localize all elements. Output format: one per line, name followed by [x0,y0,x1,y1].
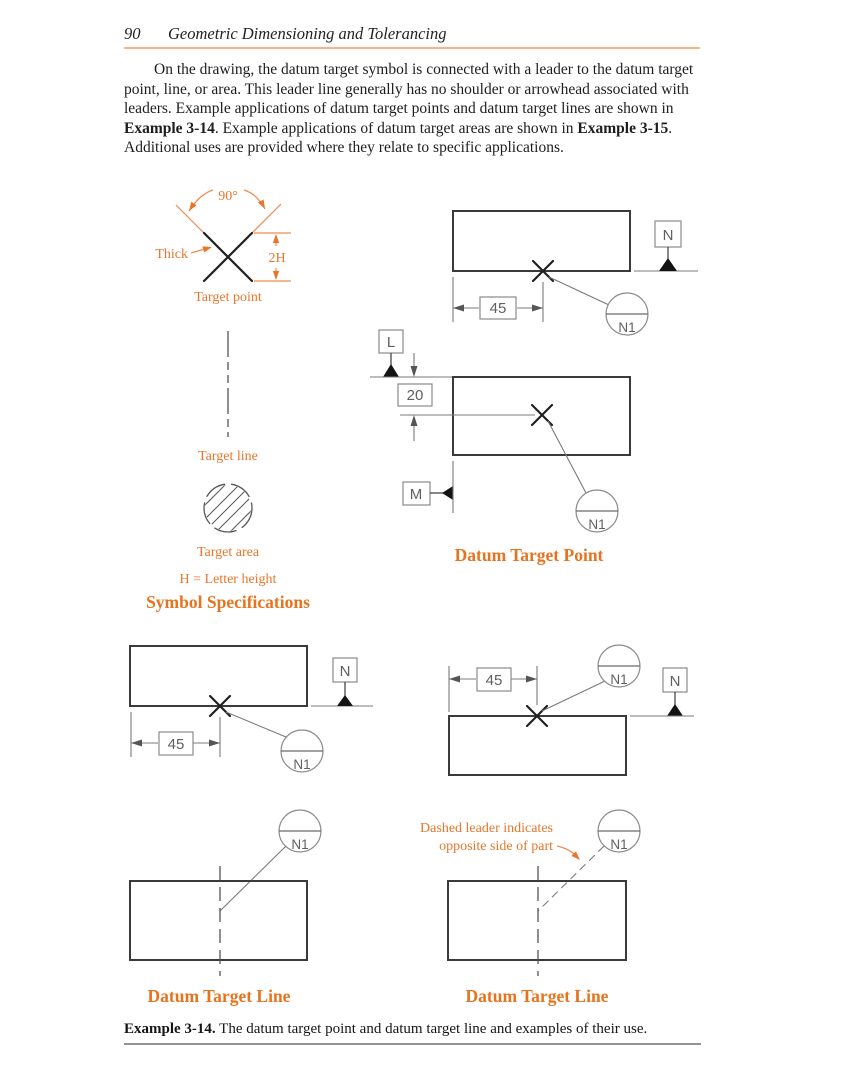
arrowhead [272,234,280,243]
datum-target-label: N1 [291,837,308,852]
datum-feature-box [332,657,358,683]
header-rule [124,47,700,49]
datum-target-line-diagram-bl: N1 Datum Target Line [129,809,322,1006]
leader-line [548,276,610,306]
datum-target-point-diagram-b: L 20 N1 M Datum Target Point [370,329,631,565]
datum-target-point-title: Datum Target Point [455,545,604,565]
part-outline [448,715,627,776]
datum-target-label: N1 [610,837,627,852]
dimension-value: 45 [486,672,503,689]
arrowhead [449,675,460,683]
arrowhead [131,739,142,747]
angle-label: 90° [218,189,238,204]
dimension-value: 20 [407,387,424,404]
target-point-x [531,259,555,283]
datum-letter: N [670,673,681,690]
dashed-leader-note-line1: Dashed leader indicates [420,821,553,836]
datum-target-label: N1 [293,757,310,772]
angle-arc [243,189,266,210]
dimension-box [479,296,517,320]
datum-triangle [659,258,677,271]
leader-line [547,420,587,494]
leader-line [541,680,606,712]
target-point-label: Target point [194,290,262,305]
datum-letter: M [410,486,423,503]
leader-line [219,845,287,912]
arrowhead [532,304,543,312]
arrowhead [202,246,212,253]
part-outline [452,376,631,456]
datum-target-line-diagram-tl: N N1 45 [129,645,373,773]
dimension-box [476,667,512,692]
height-label: 2H [268,251,285,266]
part-outline [447,880,627,961]
target-point-x [530,403,554,427]
leader-line [225,711,287,738]
datum-letter: N [663,227,674,244]
datum-letter: N [340,663,351,680]
arrowhead [410,415,418,426]
target-area-circle [203,483,253,533]
datum-target-label: N1 [610,672,627,687]
datum-target-label: N1 [588,517,605,532]
datum-target-point-diagram-a: N N1 45 [452,210,698,336]
datum-target-label: N1 [618,320,635,335]
dimension-value: 45 [168,736,185,753]
target-line-label: Target line [198,449,258,464]
caption-rule [124,1043,701,1045]
target-point-x [208,694,232,718]
arrowhead [257,199,265,209]
symbol-specifications-title: Symbol Specifications [146,592,310,612]
dimension-box [158,731,194,756]
datum-target-line-diagram-tr: 45 N1 N [448,644,694,776]
thick-leader [190,248,206,254]
datum-letter: L [387,334,395,351]
page-number: 90 [124,24,141,43]
dashed-leader-line [537,845,605,912]
extension-line [251,203,282,234]
arrowhead [189,201,197,211]
part-outline [129,645,308,707]
datum-triangle [442,486,453,500]
datum-target-line-diagram-br: Dashed leader indicates opposite side of… [420,809,641,1006]
figure-caption: Example 3-14. The datum target point and… [124,1021,648,1037]
datum-triangle [667,704,683,716]
dimension-box [397,383,433,407]
datum-target-line-title: Datum Target Line [148,986,291,1006]
target-point-x [525,704,549,728]
letter-height-note: H = Letter height [180,572,277,587]
target-area-hatching [205,485,251,531]
running-title: Geometric Dimensioning and Tolerancing [168,24,447,43]
arrowhead [453,304,464,312]
datum-triangle [337,695,353,706]
symbol-specifications-diagram: 90° Thick 2H Target point Target line [146,189,310,612]
extension-line [175,204,205,234]
arrowhead [410,366,418,377]
target-area-label: Target area [197,545,260,560]
arrowhead [209,739,220,747]
body-paragraph: On the drawing, the datum target symbol … [124,61,694,157]
thick-label: Thick [155,247,188,262]
datum-target-line-title: Datum Target Line [466,986,609,1006]
arrowhead [272,271,280,280]
arrowhead [571,851,580,860]
dimension-value: 45 [490,300,507,317]
arrowhead [526,675,537,683]
dashed-leader-note-line2: opposite side of part [439,839,553,854]
target-point-x [202,231,254,283]
part-outline [452,210,631,272]
datum-triangle [383,364,399,377]
part-outline [129,880,308,961]
